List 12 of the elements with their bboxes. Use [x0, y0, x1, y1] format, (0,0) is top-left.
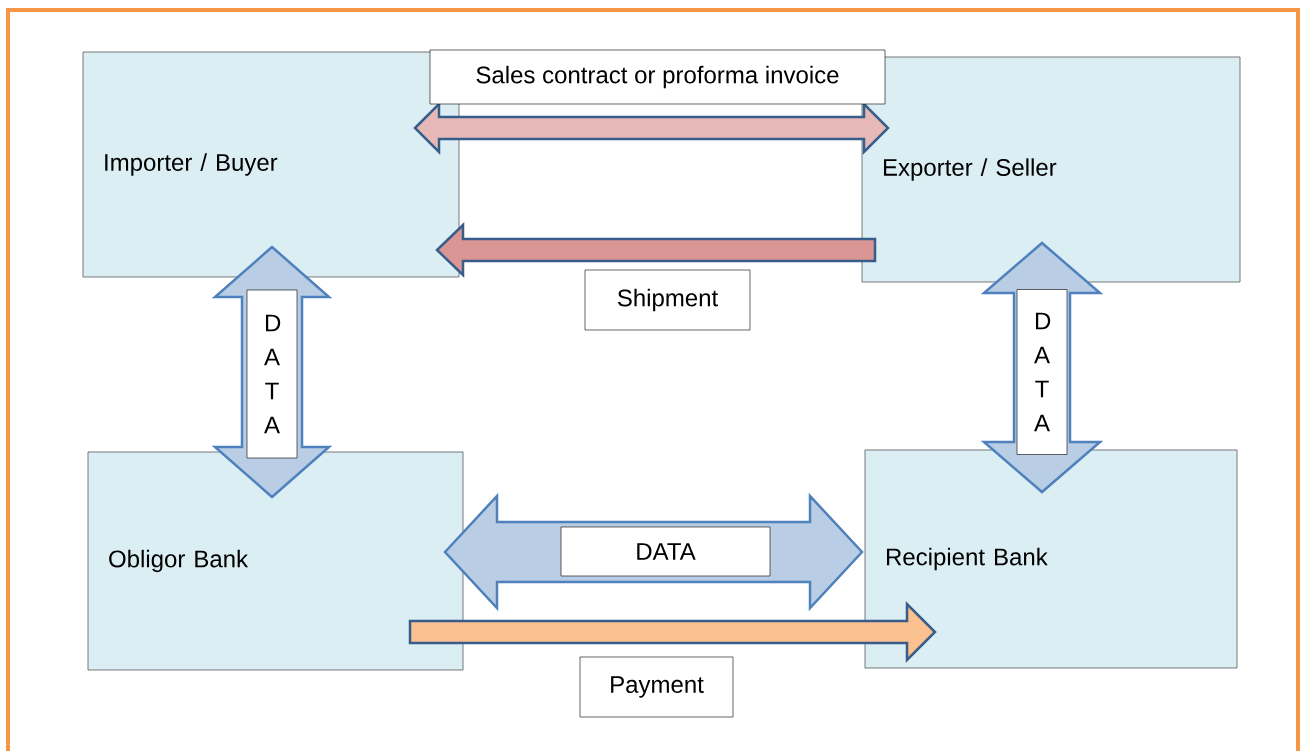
party-box: Recipient Bank — [864, 449, 1238, 669]
edge-label: Payment — [579, 656, 734, 718]
block-arrow — [408, 600, 937, 663]
party-box: Importer / Buyer — [82, 51, 460, 278]
edge-label: Shipment — [584, 269, 751, 331]
party-box: Exporter / Seller — [861, 56, 1241, 283]
edge-label: D A T A — [1016, 289, 1068, 455]
edge-label: D A T A — [246, 289, 298, 459]
edge-label: Sales contract or proforma invoice — [429, 49, 886, 105]
block-arrow — [435, 222, 877, 278]
edge-label: DATA — [560, 526, 771, 577]
party-box: Obligor Bank — [87, 451, 464, 671]
